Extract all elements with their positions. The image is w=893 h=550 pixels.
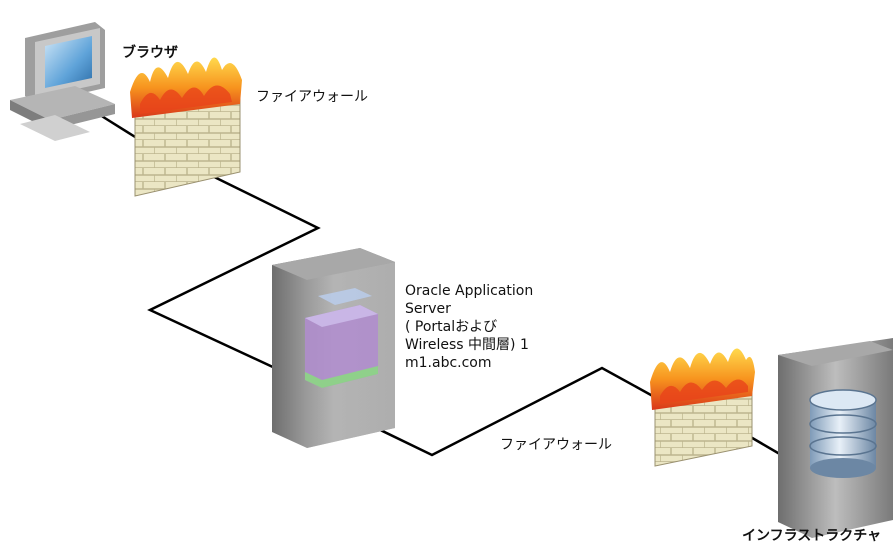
- firewall-top-label: ファイアウォール: [256, 89, 368, 105]
- app-server-label: Oracle Application Server ( Portalおよび Wi…: [405, 282, 533, 372]
- middle-tier-module: [305, 288, 378, 388]
- app-server-label-line: Server: [405, 301, 451, 317]
- link-firewall-appserver: [147, 168, 321, 377]
- firewall-icon: [130, 57, 242, 197]
- desktop-computer-icon: [10, 22, 115, 141]
- database-server-icon: [778, 338, 893, 538]
- browser-label: ブラウザ: [122, 45, 178, 61]
- firewall-bottom-label: ファイアウォール: [500, 437, 612, 453]
- link-appserver-firewall: [369, 366, 661, 457]
- app-server-label-line: m1.abc.com: [405, 355, 492, 371]
- app-server-label-line: Oracle Application: [405, 283, 534, 299]
- server-tower-icon: [272, 248, 395, 448]
- infrastructure-label: インフラストラクチャ: [742, 528, 882, 544]
- database-cylinder-icon: [809, 389, 877, 478]
- app-server-label-line: Wireless 中間層) 1: [405, 337, 529, 353]
- link-browser-firewall: [99, 113, 141, 142]
- firewall-icon: [650, 348, 755, 467]
- app-server-label-line: ( Portalおよび: [405, 319, 498, 335]
